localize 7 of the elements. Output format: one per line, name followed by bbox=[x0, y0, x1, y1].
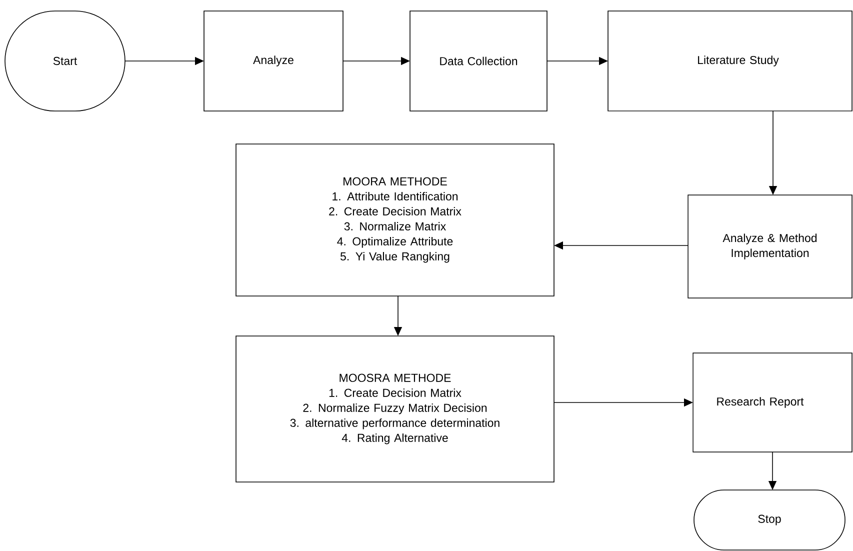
process-box: Analyze bbox=[204, 10, 344, 112]
method-box: MOOSRA METHODE 1. Create Decision Matrix 2. Normalize Fuzzy Matrix Decision 3. alternative performance determination 4. Rating Alternative bbox=[236, 336, 554, 482]
process-box: Research Report bbox=[692, 352, 852, 452]
process-box: Analyze & Method Implementation bbox=[688, 194, 852, 298]
method-box: MOORA METHODE 1. Attribute Identification 2. Create Decision Matrix 3. Normalize Matrix 4. Optimalize Attribute 5. Yi Value Rangking bbox=[236, 144, 554, 296]
process-box: Data Collection bbox=[410, 10, 548, 112]
process-box: Literature Study bbox=[608, 10, 852, 112]
